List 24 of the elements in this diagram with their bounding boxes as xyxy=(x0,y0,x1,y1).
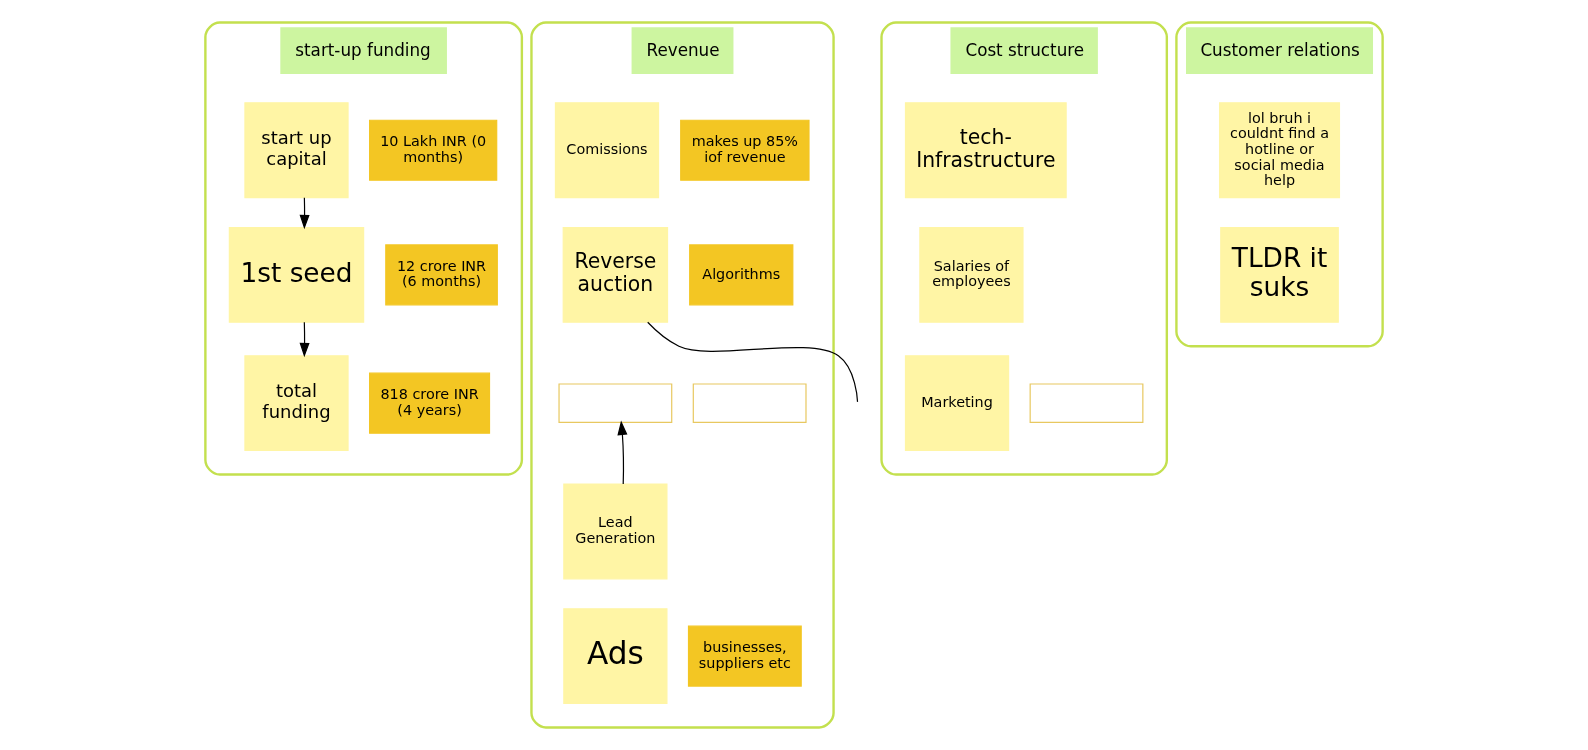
node-box: start up capital xyxy=(244,102,349,199)
arrow xyxy=(299,321,310,358)
node-box: 10 Lakh INR (0 months) xyxy=(369,119,498,181)
node-box: 1st seed xyxy=(228,226,365,323)
node-box: total funding xyxy=(244,355,349,452)
node-box: TLDR it suks xyxy=(1220,226,1339,323)
node-box: Marketing xyxy=(904,355,1010,452)
node-box: makes up 85% iof revenue xyxy=(680,119,810,181)
node-box xyxy=(558,383,673,423)
node-box: Ads xyxy=(563,608,668,705)
node-box: Reverse auction xyxy=(562,226,669,323)
node-box: Lead Generation xyxy=(563,483,668,580)
node-box: lol bruh i couldnt find a hotline or social media help xyxy=(1219,102,1341,199)
node-box: Salaries of employees xyxy=(919,226,1024,323)
node-box: businesses, suppliers etc xyxy=(687,625,802,687)
arrow xyxy=(617,420,628,485)
node-box: Algorithms xyxy=(689,244,794,306)
connector xyxy=(647,321,859,403)
node-box xyxy=(1029,383,1144,423)
node-box: Comissions xyxy=(554,102,660,199)
node-box: tech- Infrastructure xyxy=(904,102,1067,199)
node-box: 12 crore INR (6 months) xyxy=(385,244,498,306)
node-box xyxy=(692,383,807,423)
node-box: 818 crore INR (4 years) xyxy=(369,372,491,434)
